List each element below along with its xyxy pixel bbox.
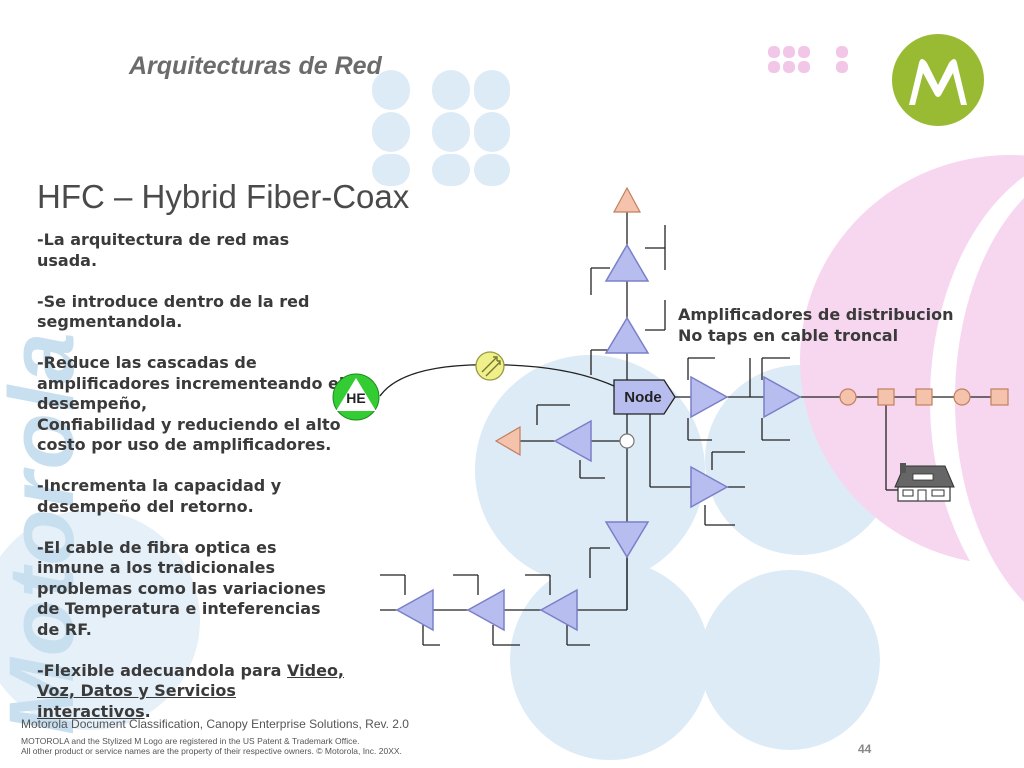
amplifier-right-lower xyxy=(690,465,729,509)
tap-square-1 xyxy=(877,388,895,406)
splitter-icon xyxy=(619,433,635,449)
bullet-3: -Reduce las cascadas de amplificadores i… xyxy=(37,353,345,413)
trademark-line-2: All other product or service names are t… xyxy=(21,746,402,756)
slide-title: HFC – Hybrid Fiber-Coax xyxy=(37,178,410,215)
bullet-list: -La arquitectura de red mas usada. -Se i… xyxy=(37,230,347,743)
amplifier-right-2 xyxy=(763,375,802,419)
amplifier-top-2 xyxy=(604,316,650,354)
tap-square-2 xyxy=(915,388,933,406)
annotation-line-1: Amplificadores de distribucion xyxy=(678,305,954,324)
tap-circle-2 xyxy=(953,388,971,406)
services-link[interactable]: Video, Voz, Datos y Servicios interactiv… xyxy=(37,660,345,721)
annotation-line-2: No taps en cable troncal xyxy=(678,326,899,345)
terminator-left xyxy=(494,425,521,457)
he-label: HE xyxy=(346,390,365,406)
tap-circle-1 xyxy=(839,388,857,406)
amplifier-bottom-left-3 xyxy=(539,588,578,632)
bullet-1: -La arquitectura de red mas usada. xyxy=(37,230,290,270)
amplifier-right-1 xyxy=(690,375,729,419)
fiber-connector-icon xyxy=(475,351,505,381)
amplifier-bottom-left-1 xyxy=(395,588,434,632)
amplifier-bottom xyxy=(604,521,650,559)
bullet-7-prefix: -Flexible adecuandola para xyxy=(37,660,288,680)
node-box xyxy=(613,379,676,415)
amplifier-left xyxy=(553,419,592,463)
motorola-logo xyxy=(892,34,984,126)
headend-icon xyxy=(332,373,380,421)
bullet-6: -El cable de fibra optica es inmune a lo… xyxy=(37,537,326,639)
footer-classification: Motorola Document Classification, Canopy… xyxy=(21,717,409,731)
terminator-top xyxy=(612,186,642,213)
amplifier-annotation: Amplificadores de distribucion No taps e… xyxy=(678,304,953,346)
house-icon xyxy=(894,463,955,502)
amplifier-bottom-left-2 xyxy=(466,588,505,632)
trademark-line-1: MOTOROLA and the Stylized M Logo are reg… xyxy=(21,736,360,746)
node-label: Node xyxy=(624,389,662,406)
bullet-2: -Se introduce dentro de la red segmentan… xyxy=(37,291,310,332)
page-number: 44 xyxy=(858,742,872,756)
tap-square-3 xyxy=(990,388,1009,406)
bullet-4: Confiabilidad y reduciendo el alto costo… xyxy=(37,414,341,455)
amplifier-top-1 xyxy=(604,243,650,282)
section-title: Arquitecturas de Red xyxy=(129,52,382,80)
amplifiers xyxy=(395,243,802,632)
bullet-7-suffix: . xyxy=(144,701,151,721)
bullet-7: -Flexible adecuandola para Video, Voz, D… xyxy=(37,661,347,723)
footer-trademark: MOTOROLA and the Stylized M Logo are reg… xyxy=(21,736,402,756)
bullet-5: -Incrementa la capacidad y desempeño del… xyxy=(37,476,282,516)
